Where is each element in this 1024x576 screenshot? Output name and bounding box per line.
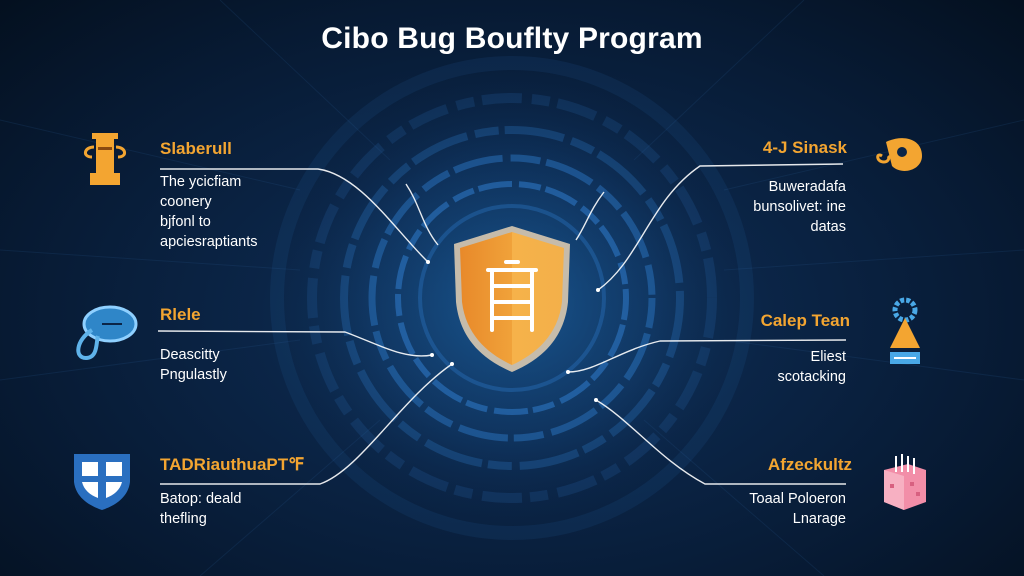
cube-antenna-icon <box>884 454 926 510</box>
desc-line: scotacking <box>777 369 846 385</box>
desc-line: bunsolivet: ine <box>753 199 846 215</box>
padlock-icon <box>76 305 138 361</box>
item-title-bottom-left: TADRiauthuaPT℉ <box>160 455 305 474</box>
item-desc-top-right: Buweradafa bunsolivet: ine datas <box>753 177 846 237</box>
desc-line: thefling <box>160 511 207 527</box>
desc-line: Eliest <box>810 349 846 365</box>
item-title-mid-right: Calep Tean <box>760 311 850 330</box>
item-desc-mid-left: Deascitty Pngulastly <box>160 345 227 385</box>
desc-line: Lnarage <box>792 511 846 527</box>
gear-triangle-icon <box>890 297 920 364</box>
desc-line: Deascitty <box>160 347 220 363</box>
desc-line: datas <box>810 219 846 235</box>
desc-line: Buweradafa <box>768 179 846 195</box>
item-desc-top-left: The ycicfiam coonery bjfonl to apciesrap… <box>160 172 258 252</box>
desc-line: apciesraptiants <box>160 234 258 250</box>
lock-bridge-icon <box>84 133 126 185</box>
snail-icon <box>876 138 922 171</box>
item-desc-mid-right: Eliest scotacking <box>777 347 846 387</box>
item-desc-bottom-right: Toaal Poloeron Lnarage <box>749 489 846 529</box>
item-title-top-right: 4-J Sinask <box>762 138 847 157</box>
item-title-top-left: Slaberull <box>160 139 232 158</box>
desc-line: Batop: deald <box>160 491 242 507</box>
shield-ladder-icon <box>454 226 570 372</box>
desc-line: bjfonl to <box>160 214 211 230</box>
item-title-mid-left: Rlele <box>160 305 201 324</box>
item-title-bottom-right: Afzeckultz <box>767 455 852 474</box>
desc-line: Toaal Poloeron <box>749 491 846 507</box>
item-desc-bottom-left: Batop: deald thefling <box>160 489 241 529</box>
desc-line: The ycicfiam <box>160 174 242 190</box>
page-title: Cibo Bug Bouflty Program <box>321 22 703 55</box>
shield-cross-icon <box>74 454 130 510</box>
desc-line: Pngulastly <box>160 367 227 383</box>
desc-line: coonery <box>160 194 212 210</box>
